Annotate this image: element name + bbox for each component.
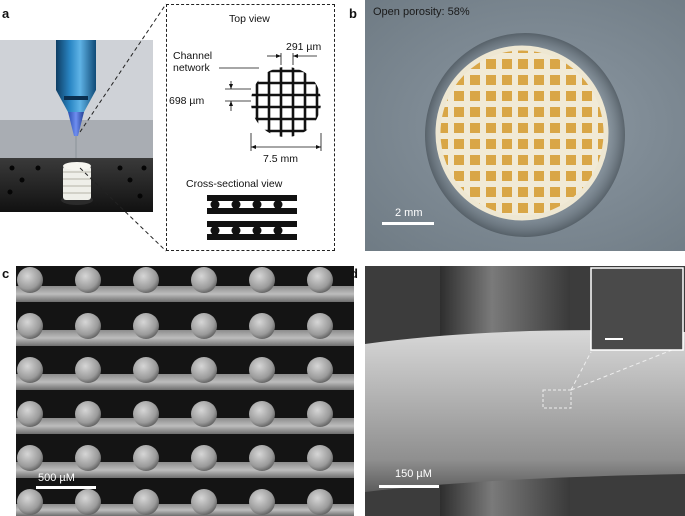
dimension-spacing-label: 291 µm bbox=[286, 41, 322, 53]
scale-bar-d bbox=[379, 485, 439, 488]
scaffold-illustration bbox=[425, 33, 625, 237]
sem-image-top: 500 µM bbox=[16, 266, 354, 516]
scale-bar-c bbox=[36, 486, 96, 489]
sem-image-strand: 150 µM bbox=[365, 266, 685, 516]
channel-label-line1: Channel bbox=[173, 50, 213, 62]
printer-photo-illustration bbox=[0, 40, 153, 212]
scale-label-b: 2 mm bbox=[395, 207, 423, 219]
channel-label-line2: network bbox=[173, 62, 210, 74]
dimension-pitch-label: 698 µm bbox=[169, 95, 205, 107]
dimension-diameter-label: 7.5 mm bbox=[263, 153, 299, 165]
scaffold-photo: Open porosity: 58% 2 mm bbox=[365, 0, 685, 251]
scale-label-d: 150 µM bbox=[395, 468, 432, 480]
sem-illustration-d bbox=[365, 266, 685, 516]
printer-photo bbox=[0, 40, 153, 212]
scale-label-c: 500 µM bbox=[38, 472, 75, 484]
scale-bar-b bbox=[382, 222, 434, 225]
schematic-drawing bbox=[207, 53, 322, 240]
panel-label-a: a bbox=[2, 6, 10, 21]
panel-label-c: c bbox=[2, 266, 10, 281]
top-view-title: Top view bbox=[229, 13, 270, 25]
panel-label-b: b bbox=[349, 6, 357, 21]
sem-illustration-c bbox=[16, 266, 354, 516]
cross-section-title: Cross-sectional view bbox=[186, 178, 283, 190]
panel-label-d: d bbox=[350, 266, 358, 281]
schematic-box: Top view Channel network 291 µm 698 µm 7… bbox=[166, 4, 335, 251]
porosity-label: Open porosity: 58% bbox=[373, 6, 470, 18]
